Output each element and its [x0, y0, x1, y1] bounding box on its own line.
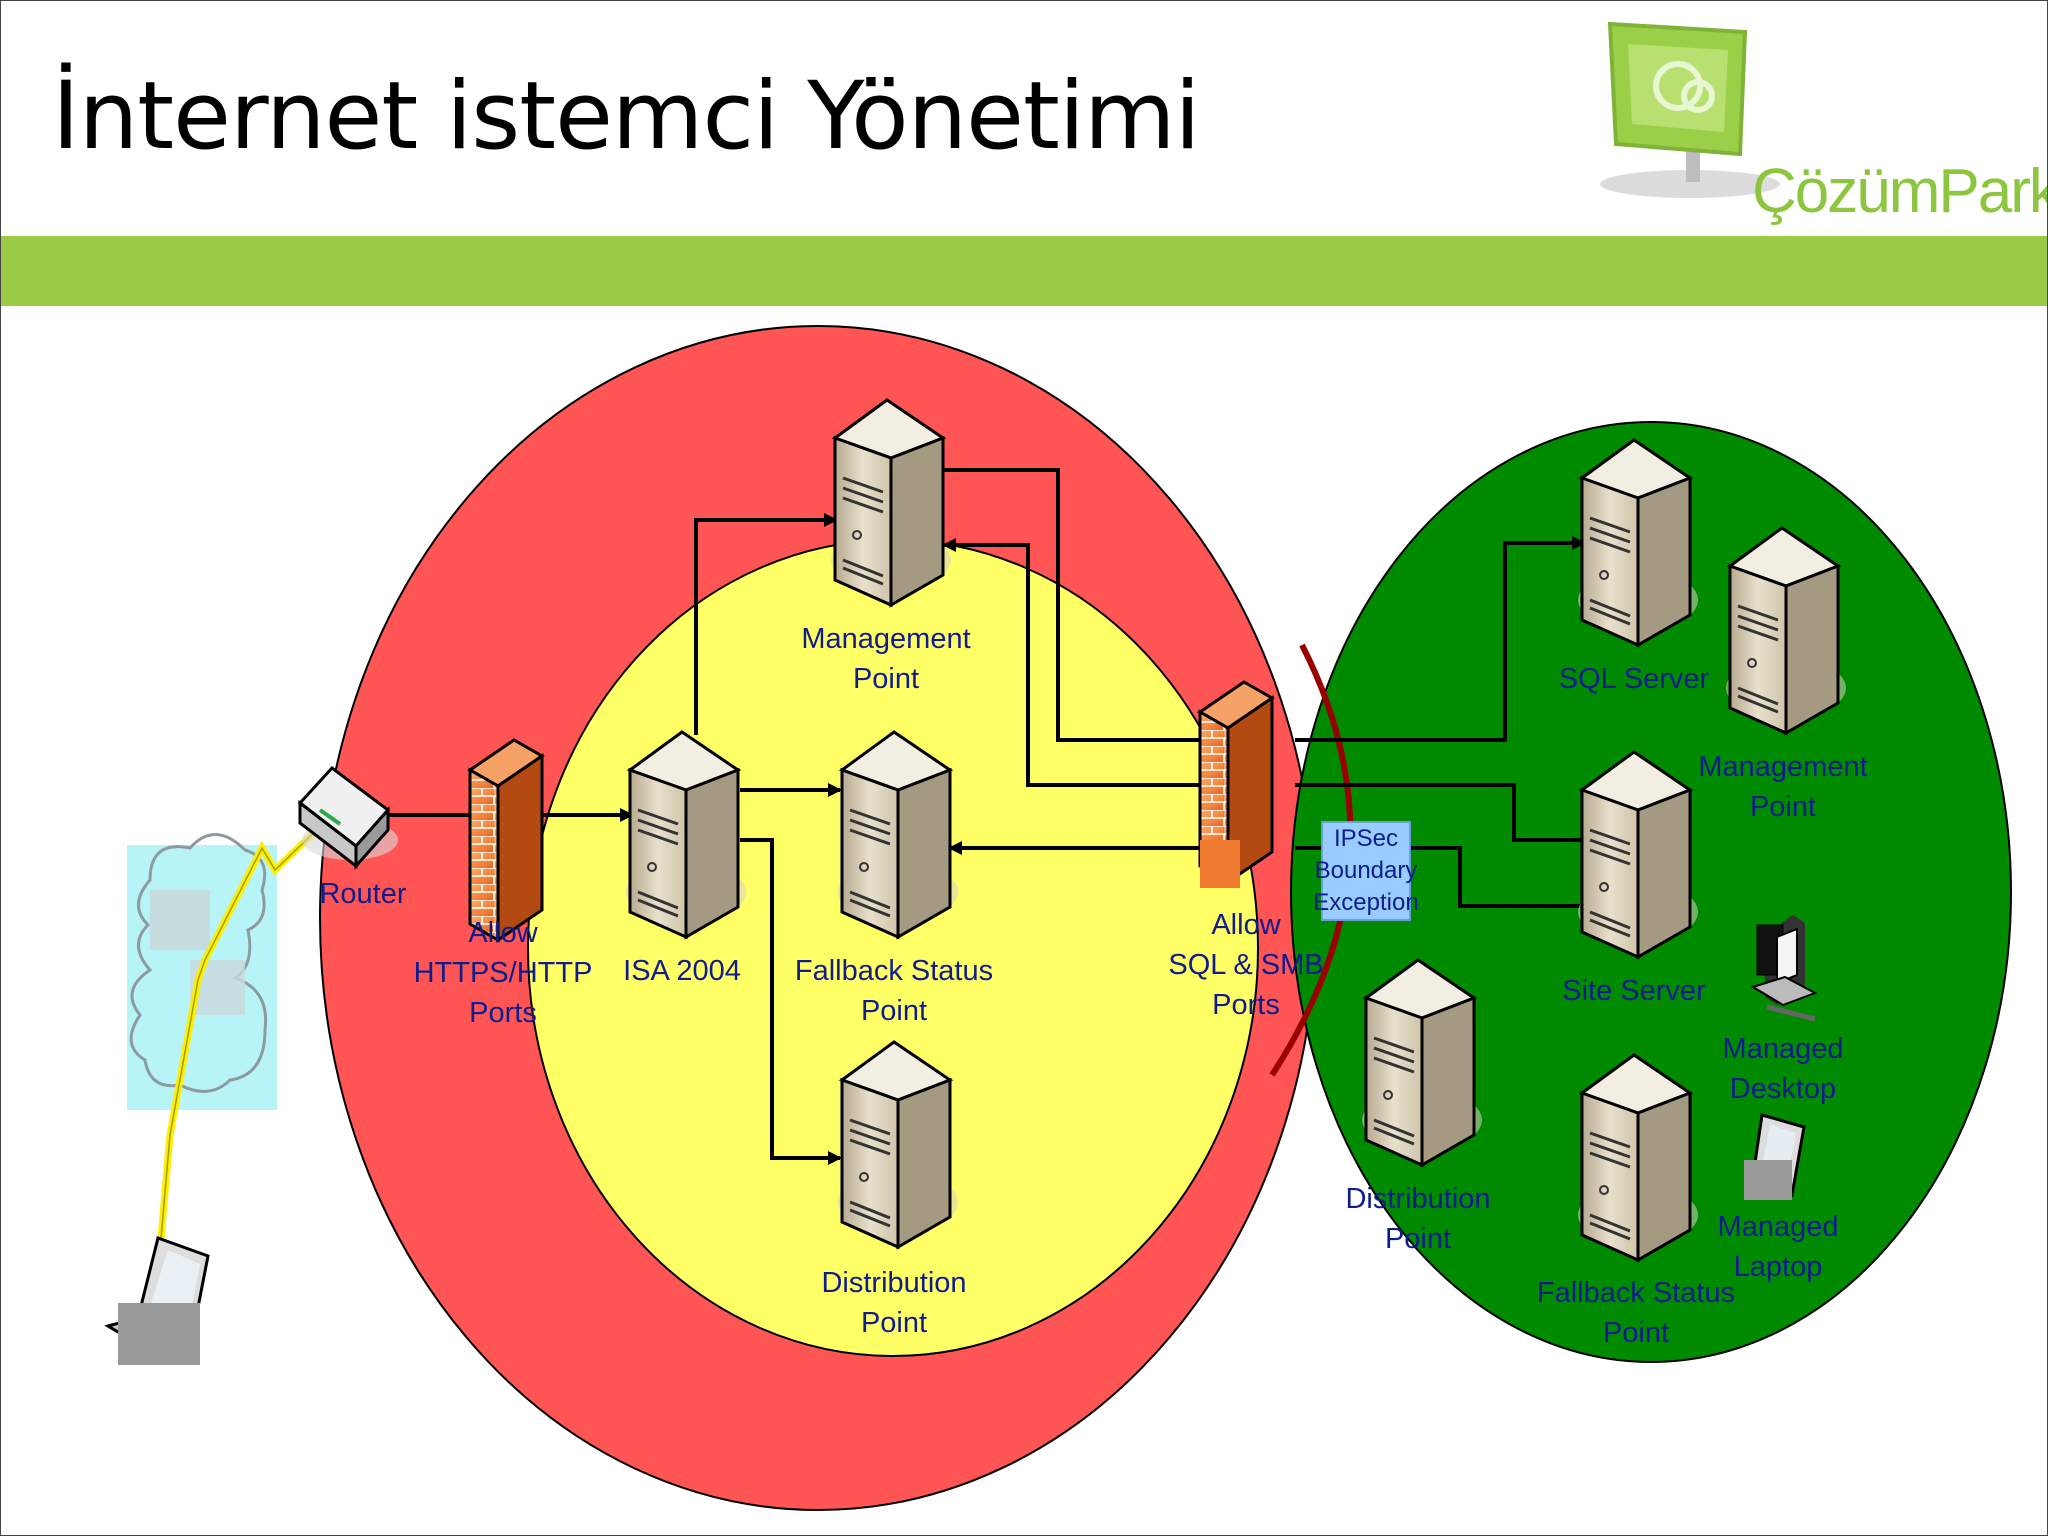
ipsec-label-line1: IPSec [1334, 825, 1398, 852]
firewall-1-icon [468, 738, 544, 942]
desktop-computer-icon [1750, 915, 1818, 1022]
dmz-dp-label-line2: Point [861, 1307, 927, 1339]
fw1-label-line1: Allow [468, 917, 538, 949]
fw1-label-line3: Ports [469, 997, 537, 1029]
monitor-logo-icon [1600, 21, 1780, 198]
dmz-dp-label-line1: Distribution [821, 1267, 966, 1299]
dmz-mp-label-line2: Point [853, 663, 919, 695]
int-fsp-label-line1: Fallback Status [1537, 1277, 1735, 1309]
remote-laptop-icon [104, 1236, 210, 1365]
router-icon [297, 765, 398, 870]
lightning-bolt-outline [159, 821, 326, 1251]
dmz-fsp-label-line2: Point [861, 995, 927, 1027]
connections [388, 468, 1586, 1165]
dmz-fsp-label-line1: Fallback Status [795, 955, 993, 987]
cozumpark-logo [1580, 14, 2040, 234]
internal-management-point-icon [1724, 526, 1848, 735]
int-dp-label-line2: Point [1385, 1223, 1451, 1255]
int-dp-label-line1: Distribution [1345, 1183, 1490, 1215]
site-server-label: Site Server [1562, 975, 1706, 1007]
isa-server-icon [624, 730, 748, 939]
firewall-2-base [1200, 840, 1240, 888]
ipsec-label-line2: Boundary [1315, 857, 1418, 884]
logo-text: ÇözümPark [1752, 157, 2048, 226]
ipsec-boundary-box [1321, 821, 1411, 921]
dmz-management-point-icon [829, 398, 953, 607]
ipsec-label-line3: Exception [1313, 889, 1418, 916]
desktop-label-line1: Managed [1723, 1033, 1844, 1065]
desktop-label-line2: Desktop [1730, 1073, 1836, 1105]
router-label: Router [319, 878, 406, 910]
site-server-icon [1576, 750, 1700, 959]
int-fsp-label-line2: Point [1603, 1317, 1669, 1349]
fw2-label-line1: Allow [1211, 909, 1281, 941]
int-mp-label-line2: Point [1750, 791, 1816, 823]
managed-laptop-icon [1744, 1113, 1806, 1200]
int-mp-label-line1: Management [1698, 751, 1867, 783]
sql-server-icon [1576, 438, 1700, 647]
fw1-label-line2: HTTPS/HTTP [414, 957, 593, 989]
dmz-fallback-status-point-icon [836, 730, 960, 939]
dmz-mp-label-line1: Management [801, 623, 970, 655]
fw2-label-line3: Ports [1212, 989, 1280, 1021]
slide-title: İnternet istemci Yönetimi [52, 62, 1201, 171]
dmz-distribution-point-icon [836, 1040, 960, 1249]
laptop-label-line2: Laptop [1734, 1251, 1823, 1283]
internal-fallback-status-point-icon [1576, 1053, 1700, 1262]
isa-label: ISA 2004 [623, 955, 741, 987]
fw2-label-line2: SQL & SMB [1168, 949, 1323, 981]
title-band [0, 236, 2048, 306]
laptop-label-line1: Managed [1718, 1211, 1839, 1243]
internal-distribution-point-icon [1360, 958, 1484, 1167]
sql-label: SQL Server [1559, 663, 1710, 695]
